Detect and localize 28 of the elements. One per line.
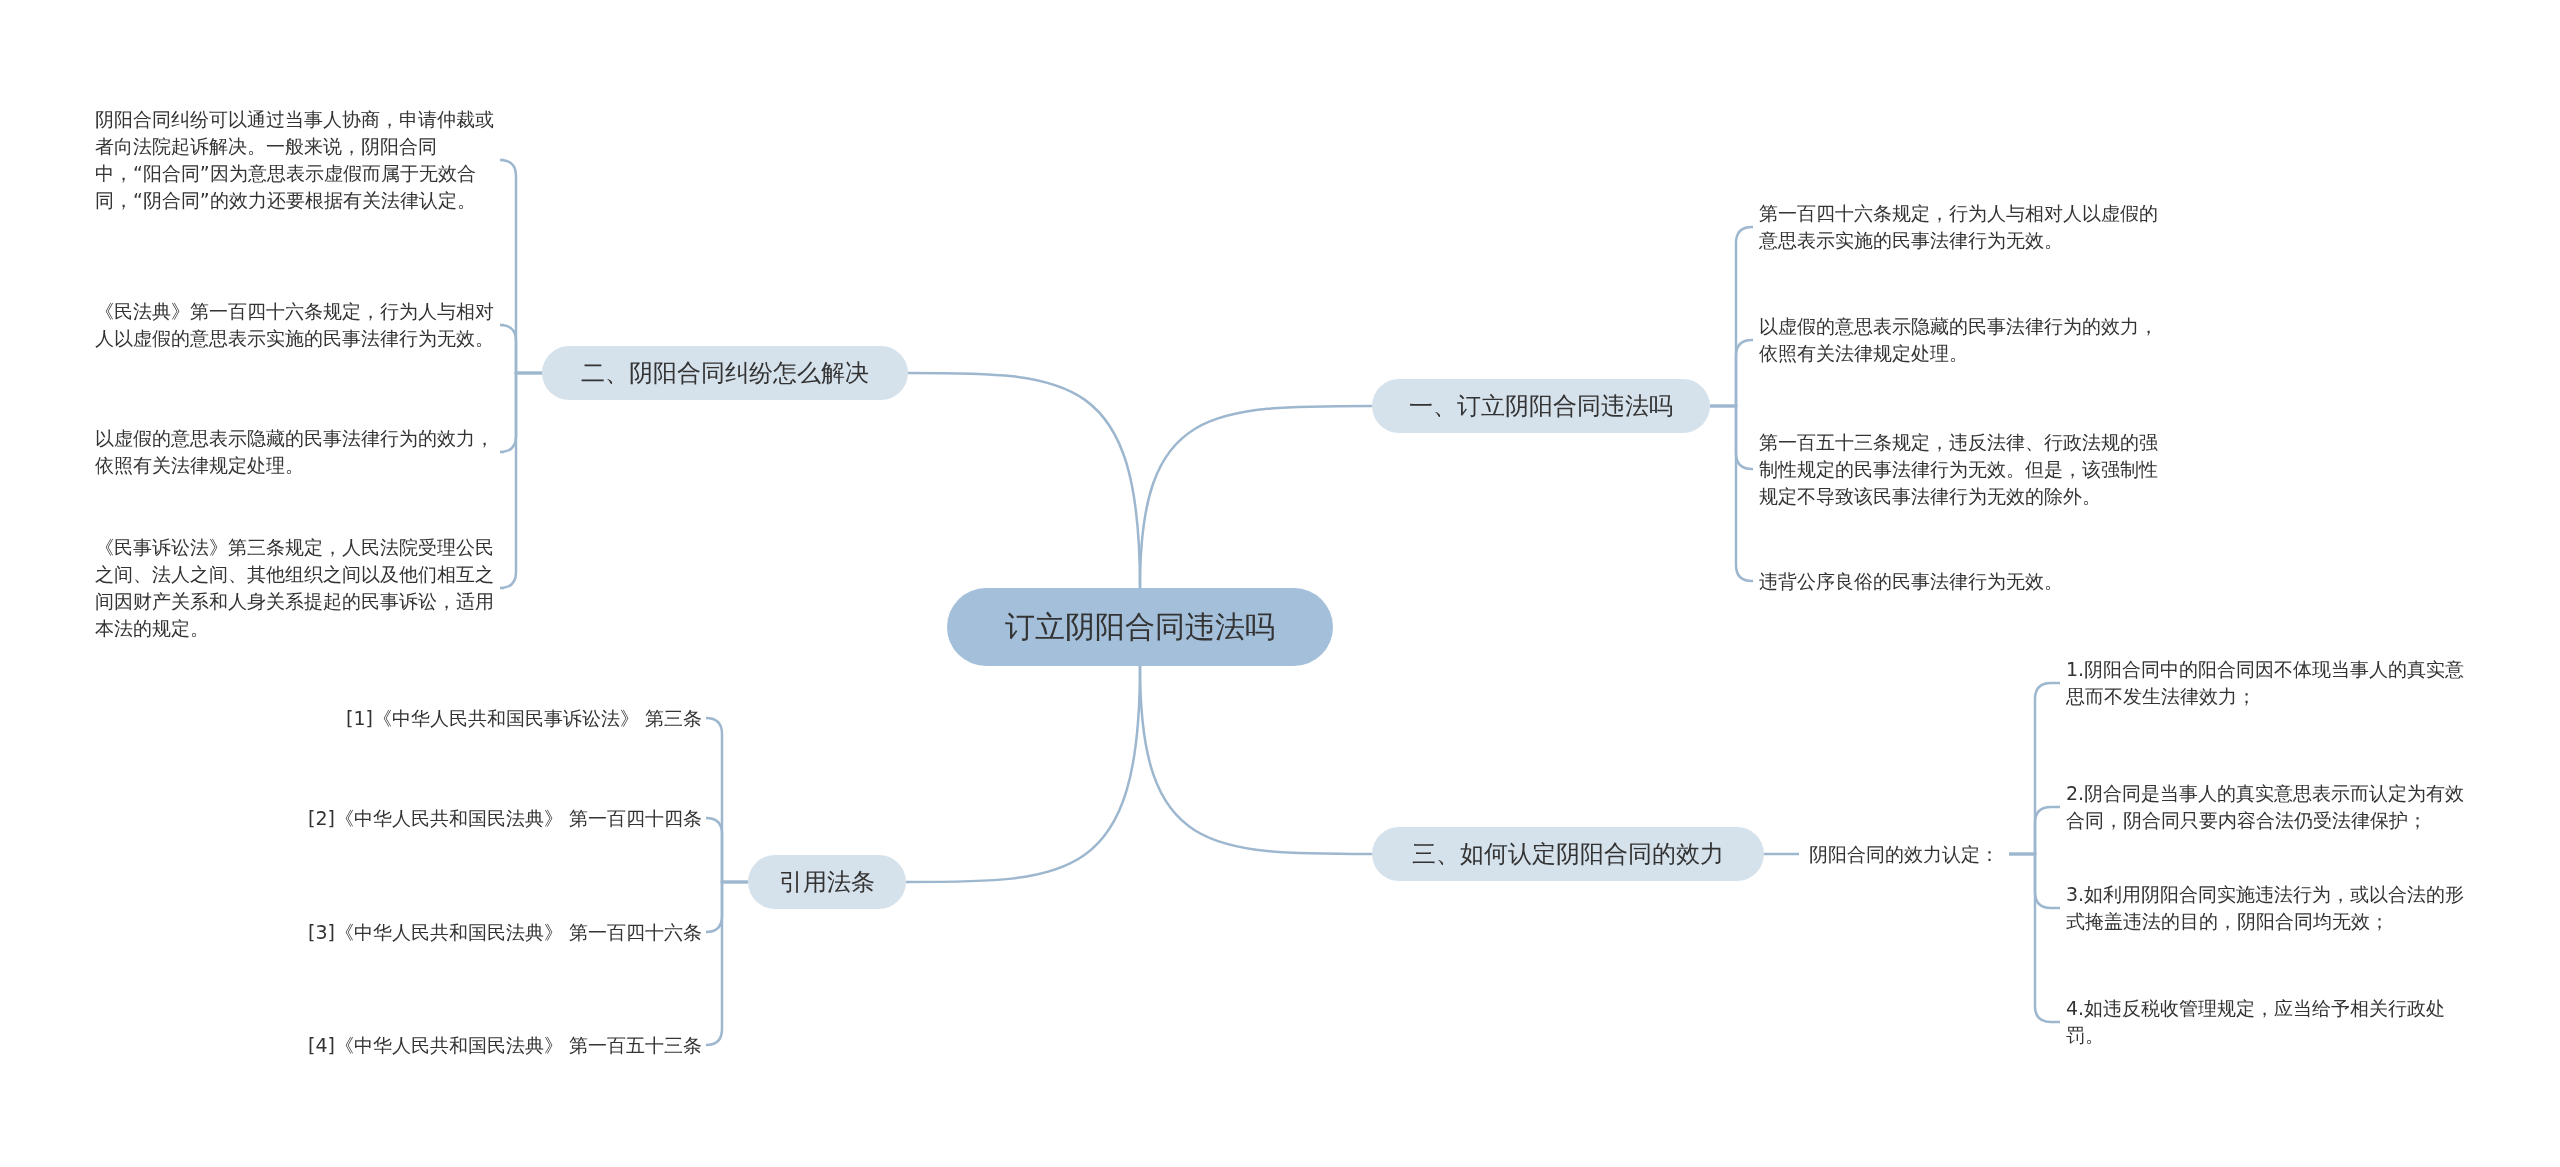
topic-pill: 二、阴阳合同纠纷怎么解决 [542, 346, 908, 400]
topic-text: 第一百四十六条规定，行为人与相对人以虚假的意思表示实施的民事法律行为无效。 [1759, 200, 2164, 254]
topic-pill: 引用法条 [748, 855, 906, 909]
topic-text: [4]《中华人民共和国民法典》 第一百五十三条 [308, 1031, 702, 1059]
topic-text: 第一百五十三条规定，违反法律、行政法规的强制性规定的民事法律行为无效。但是，该强制性规定不导致该民事法律行为无效的除外。 [1759, 428, 2164, 510]
topic-text: 4.如违反税收管理规定，应当给予相关行政处罚。 [2066, 995, 2470, 1049]
topic-text: 《民事诉讼法》第三条规定，人民法院受理公民之间、法人之间、其他组织之间以及他们相互之间因财产关系和人身关系提起的民事诉讼，适用本法的规定。 [95, 534, 498, 642]
topic-text: 违背公序良俗的民事法律行为无效。 [1759, 567, 2164, 595]
connector-line [906, 665, 1142, 884]
connector-line [498, 371, 542, 590]
topic-text: 3.如利用阴阳合同实施违法行为，或以合法的形式掩盖违法的目的，阴阳合同均无效； [2066, 881, 2470, 935]
central-topic: 订立阴阳合同违法吗 [947, 588, 1333, 666]
topic-text: 以虚假的意思表示隐藏的民事法律行为的效力，依照有关法律规定处理。 [1759, 313, 2164, 367]
topic-pill: 一、订立阴阳合同违法吗 [1372, 379, 1710, 433]
topic-text: 阴阳合同的效力认定： [1809, 840, 1999, 868]
connector-line [1764, 852, 1799, 856]
topic-text: [2]《中华人民共和国民法典》 第一百四十四条 [308, 804, 702, 832]
topic-text: [1]《中华人民共和国民事诉讼法》 第三条 [346, 704, 702, 732]
topic-text: 2.阴合同是当事人的真实意思表示而认定为有效合同，阴合同只要内容合法仍受法律保护； [2066, 780, 2470, 834]
connector-line [704, 880, 748, 1047]
connector-line [908, 371, 1142, 589]
topic-text: 阴阳合同纠纷可以通过当事人协商，申请仲裁或者向法院起诉解决。一般来说，阴阳合同中，“阳合同”因为意思表示虚假而属于无效合同，“阴合同”的效力还要根据有关法律认定。 [95, 106, 498, 214]
topic-pill: 三、如何认定阴阳合同的效力 [1372, 827, 1764, 881]
topic-text: 以虚假的意思表示隐藏的民事法律行为的效力，依照有关法律规定处理。 [95, 425, 498, 479]
topic-text: 《民法典》第一百四十六条规定，行为人与相对人以虚假的意思表示实施的民事法律行为无效。 [95, 298, 498, 352]
connector-line [1710, 404, 1754, 583]
topic-text: 1.阴阳合同中的阳合同因不体现当事人的真实意思而不发生法律效力； [2066, 656, 2470, 710]
topic-text: [3]《中华人民共和国民法典》 第一百四十六条 [308, 918, 702, 946]
